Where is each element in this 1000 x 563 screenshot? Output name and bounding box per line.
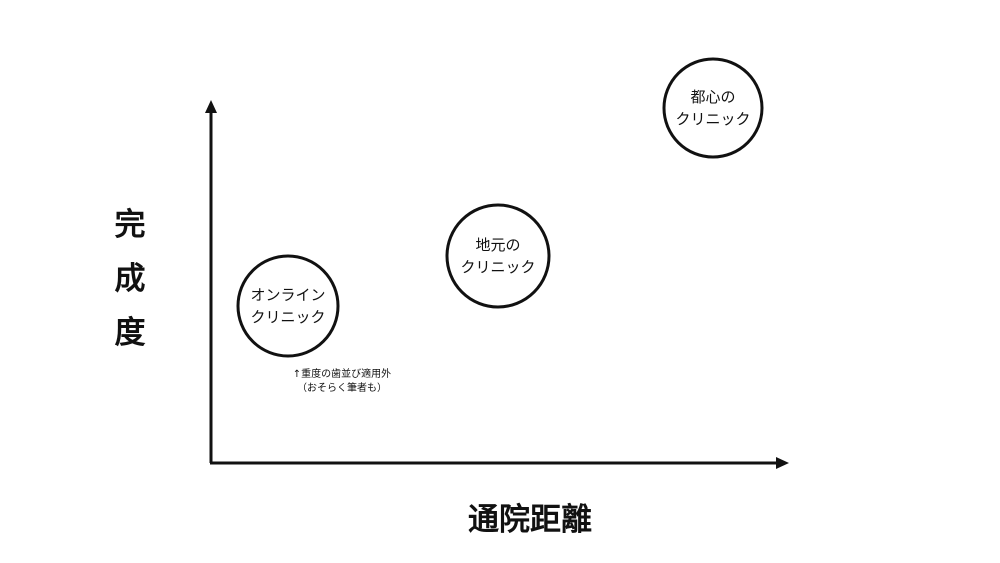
y-axis-title: 完 成 度 xyxy=(108,198,152,360)
node-local-clinic: 地元の クリニック xyxy=(446,204,550,308)
y-axis-arrowhead xyxy=(205,100,217,113)
node-urban-label-line2: クリニック xyxy=(675,110,751,128)
node-local-circle xyxy=(445,203,551,309)
y-axis-title-char: 度 xyxy=(114,315,146,351)
node-online-clinic: オンライン クリニック xyxy=(238,256,338,356)
node-online-label-line1: オンライン xyxy=(250,286,326,304)
y-axis-title-char: 完 xyxy=(114,207,146,243)
annotation-note-line1: ↑重度の歯並び適用外 xyxy=(292,369,392,380)
x-axis-title: 通院距離 xyxy=(468,502,592,538)
node-local-label-line2: クリニック xyxy=(460,258,536,276)
annotation-note-line2: （おそらく筆者も） xyxy=(297,383,387,394)
node-urban-circle xyxy=(662,57,764,159)
node-local-label-line1: 地元の xyxy=(475,236,521,254)
y-axis-title-char: 成 xyxy=(114,261,146,297)
x-axis-arrowhead xyxy=(776,457,789,469)
node-online-circle xyxy=(236,254,340,358)
node-urban-label-line1: 都心の xyxy=(690,88,736,106)
node-urban-clinic: 都心の クリニック xyxy=(663,58,763,158)
annotation-note: ↑重度の歯並び適用外 （おそらく筆者も） xyxy=(272,368,412,396)
node-online-label-line2: クリニック xyxy=(250,308,326,326)
